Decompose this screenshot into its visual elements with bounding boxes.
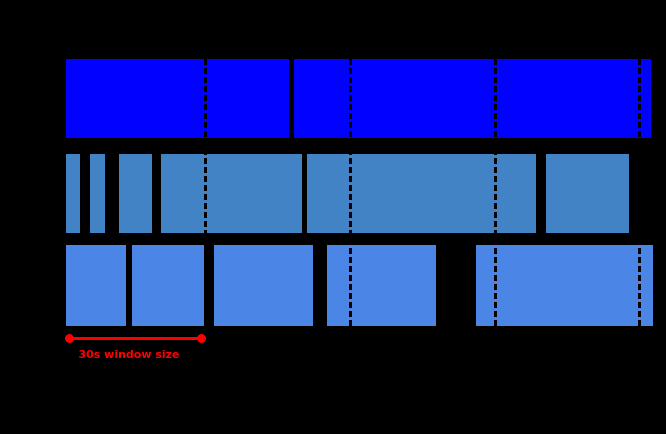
timeline-bar-segment-row-3 [327,245,436,326]
window-boundary-line [348,59,352,326]
window-size-arrow [67,336,203,340]
timeline-bar-segment-row-2 [119,154,152,233]
timeline-bar-segment-row-2 [90,154,105,233]
timeline-bar-segment-row-3 [214,245,313,326]
window-size-label: 30s window size [78,348,180,361]
arrow-endpoint-dot-right [196,333,206,343]
window-boundary-line [203,59,207,326]
timeline-bar-segment-row-3 [66,245,126,326]
window-boundary-line [493,59,497,326]
window-boundary-line [637,59,641,326]
timeline-bar-segment-row-2 [307,154,536,233]
timeline-bar-segment-row-2 [161,154,302,233]
timeline-bar-segment-row-3 [132,245,204,326]
timeline-bar-segment-row-1 [66,59,289,138]
timeline-bar-segment-row-2 [66,154,80,233]
timeline-bar-segment-row-3 [476,245,653,326]
timeline-bar-segment-row-2 [546,154,629,233]
arrow-endpoint-dot-left [64,333,74,343]
timeline-bar-segment-row-1 [294,59,651,138]
